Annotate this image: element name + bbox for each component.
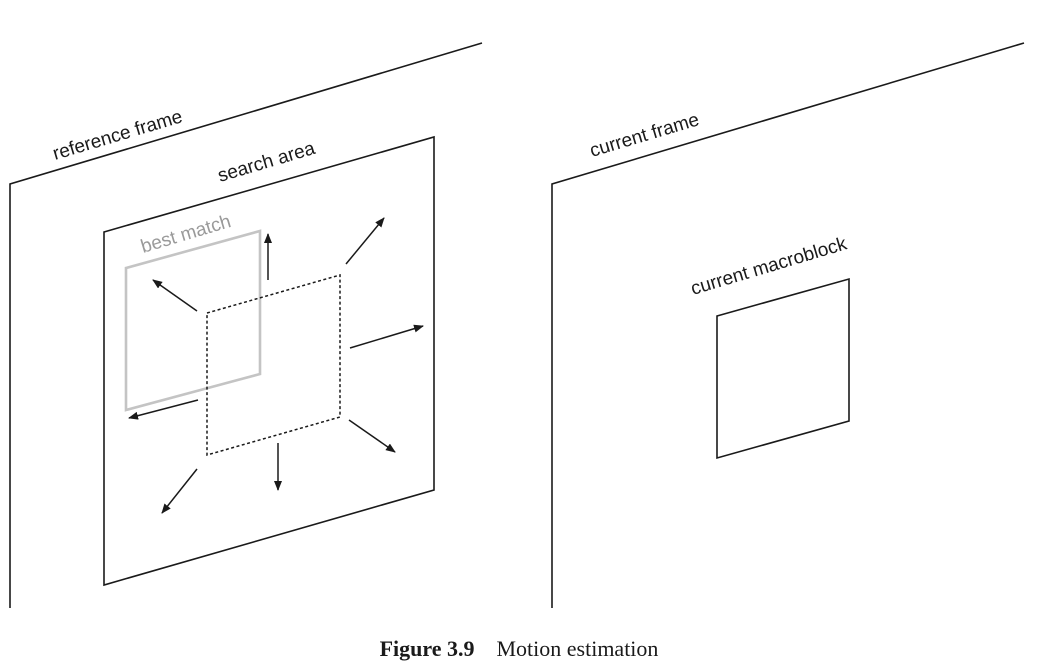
figure-caption: Figure 3.9 Motion estimation <box>0 636 1038 662</box>
arrow-up-left <box>152 279 198 312</box>
reference-frame-label: reference frame <box>50 106 185 164</box>
current-macroblock-label: current macroblock <box>688 233 849 299</box>
arrow-up-right <box>345 217 385 265</box>
arrow-down-left <box>161 468 198 514</box>
search-area-box <box>103 135 435 587</box>
arrow-right <box>349 324 424 349</box>
figure-number: Figure 3.9 <box>379 636 475 661</box>
arrow-down-right <box>348 419 396 453</box>
current-frame-label: current frame <box>587 109 701 161</box>
candidate-block-dashed <box>206 274 341 456</box>
reference-frame-plane <box>9 42 483 608</box>
figure-title: Motion estimation <box>496 636 659 661</box>
arrow-left <box>128 399 199 420</box>
current-macroblock-box <box>716 277 850 460</box>
best-match-box <box>124 229 262 412</box>
search-area-label: search area <box>215 138 318 187</box>
current-frame-plane <box>551 42 1025 608</box>
